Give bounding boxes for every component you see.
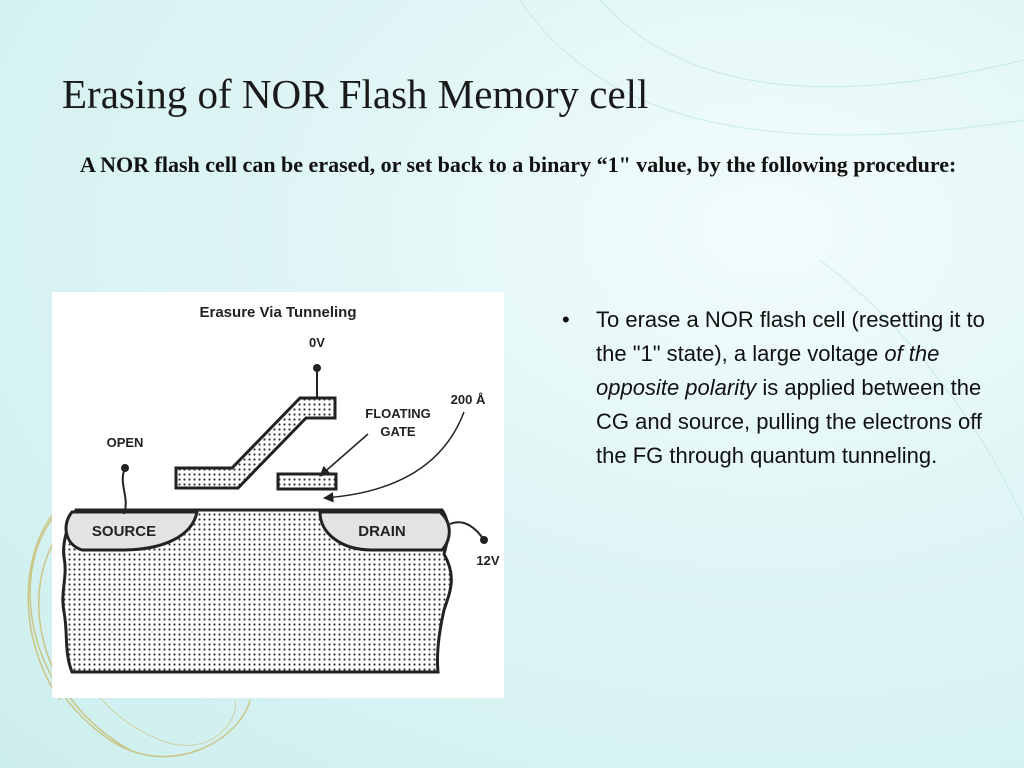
drain-region <box>318 510 451 552</box>
bullet-text-italic: of the opposite polarity <box>596 341 940 400</box>
erasure-diagram: Erasure Via Tunneling SOURCE DRAIN 0V FL… <box>52 292 504 698</box>
drain-label: DRAIN <box>358 523 406 540</box>
oxide-thickness-pointer <box>322 411 465 503</box>
control-gate-voltage-label: 0V <box>309 335 325 350</box>
bullet-text-before: To erase a NOR flash cell (resetting it … <box>596 307 985 366</box>
control-gate-terminal <box>313 364 321 372</box>
bullet-list: • To erase a NOR flash cell (resetting i… <box>560 303 990 473</box>
substrate <box>61 508 453 674</box>
floating-gate-label-line2: GATE <box>380 424 415 439</box>
erasure-diagram-svg: Erasure Via Tunneling SOURCE DRAIN 0V FL… <box>61 304 500 674</box>
source-wire <box>121 467 127 515</box>
source-label: SOURCE <box>92 523 156 540</box>
drain-voltage-label: 12V <box>476 553 499 568</box>
source-region <box>64 510 199 552</box>
bullet-marker: • <box>562 307 570 332</box>
diagram-heading: Erasure Via Tunneling <box>200 304 357 321</box>
drain-wire <box>449 521 485 541</box>
source-connection-label: OPEN <box>107 435 144 450</box>
slide-intro: A NOR flash cell can be erased, or set b… <box>80 152 957 177</box>
control-gate <box>174 396 337 490</box>
bullet-text-after: is applied between the CG and source, pu… <box>596 375 983 468</box>
floating-gate-label-line1: FLOATING <box>365 406 430 421</box>
slide-title: Erasing of NOR Flash Memory cell <box>62 71 649 117</box>
floating-gate-pointer <box>319 433 369 477</box>
bullet-item: • To erase a NOR flash cell (resetting i… <box>560 303 990 473</box>
floating-gate <box>276 472 338 491</box>
oxide-thickness-label: 200 Å <box>451 392 486 407</box>
drain-terminal <box>480 536 488 544</box>
